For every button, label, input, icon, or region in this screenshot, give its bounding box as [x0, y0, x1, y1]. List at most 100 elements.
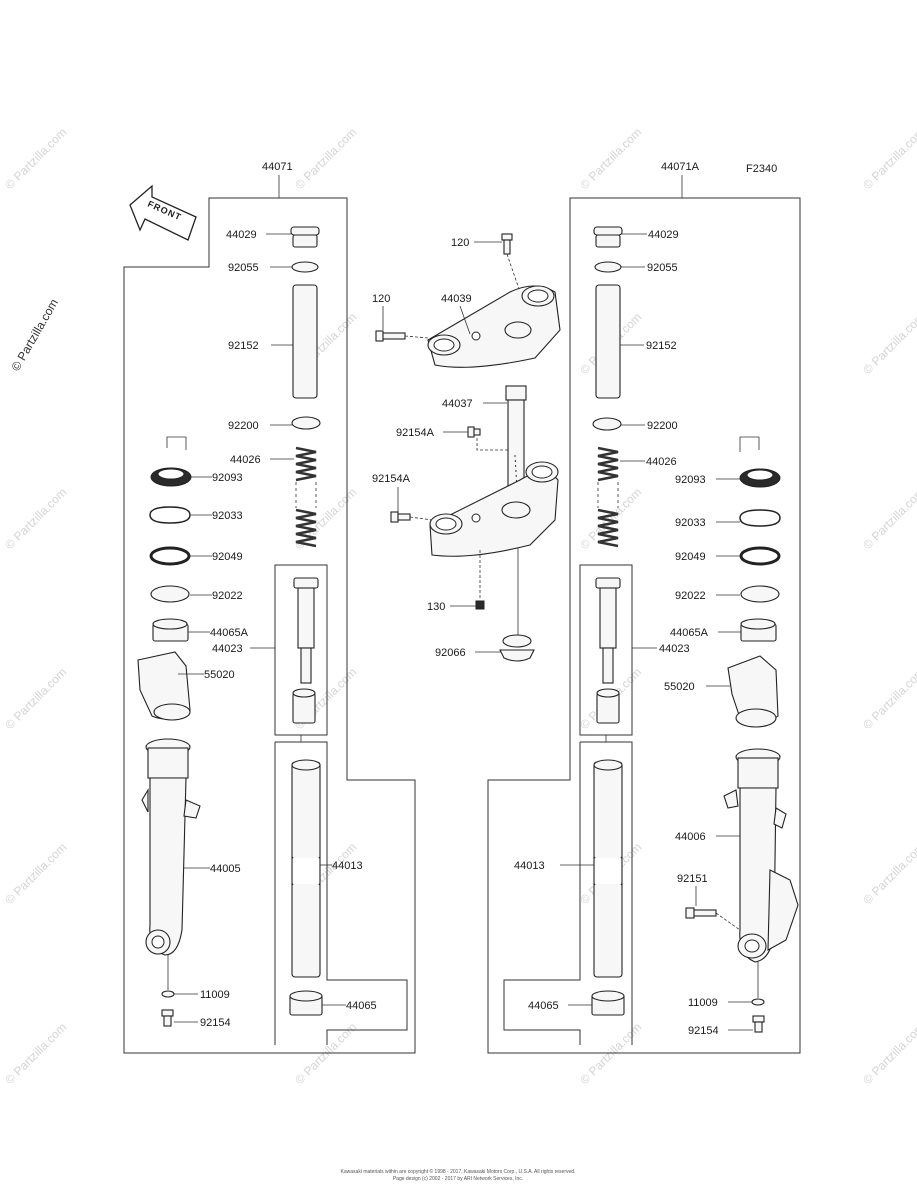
lower-steering-bracket [429, 461, 559, 557]
part-label-92055: 92055 [228, 262, 259, 274]
copyright-line-2: Page design (c) 2002 - 2017 by ARI Netwo… [393, 1176, 523, 1182]
slide-bushing [289, 990, 323, 1016]
retaining-ring [739, 509, 781, 527]
part-label-92033: 92033 [212, 510, 243, 522]
part-label-44005: 44005 [210, 863, 241, 875]
part-label-92022: 92022 [675, 590, 706, 602]
part-label-92200: 92200 [228, 420, 259, 432]
part-label-44065: 44065 [346, 1000, 377, 1012]
part-label-92055: 92055 [647, 262, 678, 274]
pinch-bolt [375, 330, 406, 342]
part-label-92200: 92200 [647, 420, 678, 432]
socket-bolt [752, 1015, 765, 1033]
spacer-collar [595, 284, 621, 399]
watermark: © Partzilla.com [860, 840, 917, 907]
right-fork-assembly: 44071A 44029 92055 92152 92200 44026 [487, 161, 801, 1054]
damper-rod [595, 577, 621, 724]
fork-spring [295, 446, 317, 548]
washer-seal [740, 585, 780, 603]
fork-guard [727, 655, 779, 728]
washer [291, 416, 321, 430]
copyright-line-1: Kawasaki materials within are copyright … [341, 1168, 576, 1175]
part-label-44013: 44013 [514, 860, 545, 872]
left-tube-box [274, 741, 408, 1045]
outer-fork-tube [141, 738, 201, 956]
watermark: © Partzilla.com [860, 485, 917, 552]
part-label-44026: 44026 [646, 456, 677, 468]
part-label-55020: 55020 [204, 669, 235, 681]
part-label-44029: 44029 [648, 229, 679, 241]
part-label-92066: 92066 [435, 647, 466, 659]
oil-seal [149, 546, 191, 566]
inner-fork-tube [291, 759, 321, 978]
part-label-11009: 11009 [200, 989, 230, 1001]
left-assembly-frame [123, 197, 416, 1054]
washer-seal [150, 585, 190, 603]
bracket-bolt [390, 511, 411, 523]
part-label-92033: 92033 [675, 517, 706, 529]
washer [592, 417, 622, 431]
fork-cap-bolt [593, 226, 623, 248]
gasket [161, 990, 175, 998]
watermark: © Partzilla.com [577, 1020, 644, 1087]
part-label-92022: 92022 [212, 590, 243, 602]
part-label-44065A: 44065A [670, 627, 709, 639]
part-label-92093: 92093 [675, 474, 706, 486]
watermark: © Partzilla.com [860, 310, 917, 377]
part-label-92152: 92152 [646, 340, 677, 352]
stem-bolt [467, 426, 481, 438]
part-label-44065: 44065 [528, 1000, 559, 1012]
gasket [751, 998, 765, 1006]
part-label-44039: 44039 [441, 293, 472, 305]
part-label-44071A: 44071A [661, 161, 700, 173]
dust-seal [739, 436, 781, 488]
fork-cap-bolt [290, 226, 320, 248]
part-label-44071: 44071 [262, 161, 293, 173]
watermark: © Partzilla.com [2, 1020, 69, 1087]
part-label-44013: 44013 [332, 860, 363, 872]
left-fork-assembly: 44071 44029 92055 92152 92200 [123, 161, 416, 1054]
spacer-collar [292, 284, 318, 399]
fork-spring [597, 446, 619, 548]
part-label-92049: 92049 [212, 551, 243, 563]
stem-seal [499, 634, 535, 662]
watermark: © Partzilla.com [292, 125, 359, 192]
part-label-130: 130 [427, 601, 445, 613]
part-label-92154A-upper: 92154A [396, 427, 435, 439]
steering-stem-assembly: 120 44039 120 [372, 233, 561, 662]
retaining-ring [149, 506, 191, 524]
part-label-92154: 92154 [200, 1017, 231, 1029]
front-arrow-icon: FRONT [129, 184, 197, 241]
part-label-92152: 92152 [228, 340, 259, 352]
watermark: © Partzilla.com [2, 665, 69, 732]
part-label-44029: 44029 [226, 229, 257, 241]
watermark: © Partzilla.com [860, 1020, 917, 1087]
o-ring [291, 261, 319, 273]
outer-fork-tube [723, 748, 799, 963]
watermark: © Partzilla.com [577, 125, 644, 192]
oil-seal [739, 546, 781, 566]
guide-bushing [740, 618, 777, 642]
part-label-44065A: 44065A [210, 627, 249, 639]
inner-fork-tube [593, 759, 623, 978]
part-label-55020: 55020 [664, 681, 695, 693]
upper-steering-bracket [427, 285, 561, 368]
part-label-44006: 44006 [675, 831, 706, 843]
part-label-92154: 92154 [688, 1025, 719, 1037]
diagram-id: F2340 [746, 163, 777, 175]
part-label-92151: 92151 [677, 873, 708, 885]
nut [475, 600, 485, 610]
part-label-44037: 44037 [442, 398, 473, 410]
dust-seal [150, 436, 192, 487]
damper-rod [292, 577, 319, 724]
watermark: © Partzilla.com [2, 840, 69, 907]
o-ring [594, 261, 622, 273]
part-label-92154A-lower: 92154A [372, 473, 411, 485]
watermark: © Partzilla.com [2, 125, 69, 192]
watermark: © Partzilla.com [8, 296, 61, 373]
part-label-44026: 44026 [230, 454, 261, 466]
guide-bushing [152, 618, 189, 642]
right-tube-box [503, 741, 633, 1045]
